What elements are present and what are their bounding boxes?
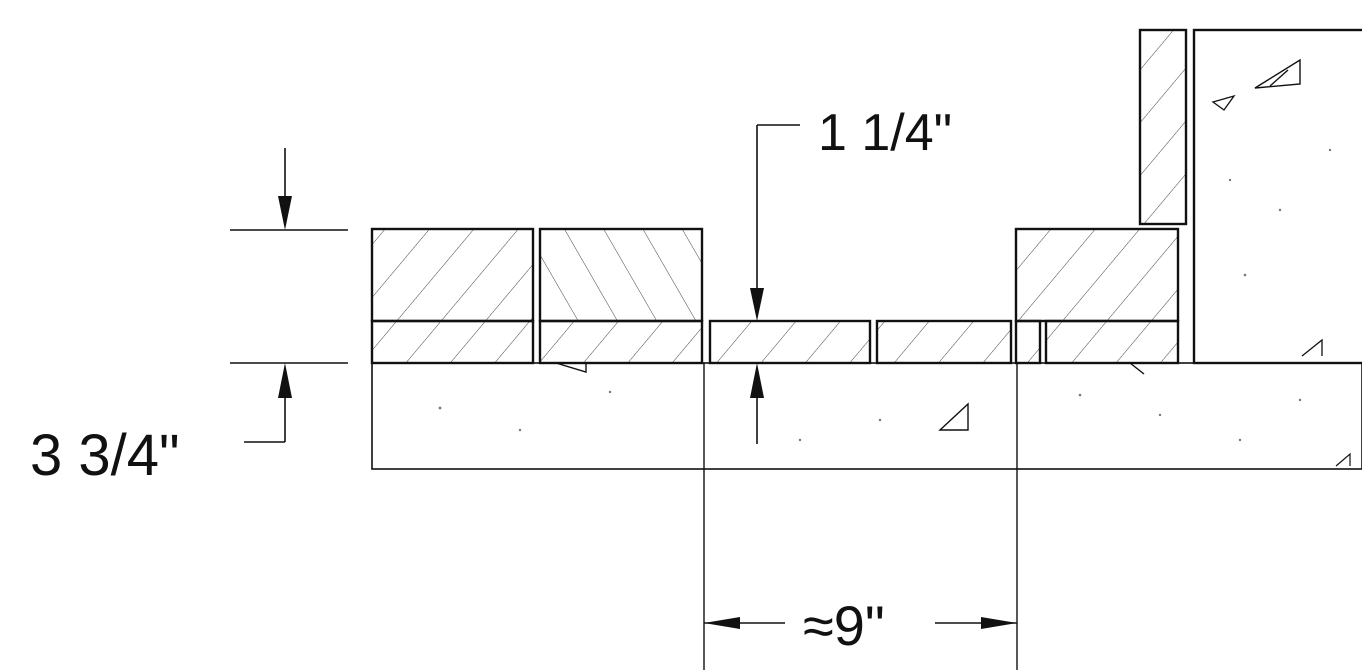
- thin-layer-dimension: [750, 124, 800, 444]
- gap-width-label: ≈9": [803, 594, 885, 657]
- overall-thickness-label: 3 3/4": [30, 423, 180, 488]
- thin-tile-layer: [708, 319, 1013, 365]
- right-tile-stack: [1014, 227, 1180, 375]
- vertical-board: [1138, 28, 1188, 226]
- thin-layer-label: 1 1/4": [818, 104, 952, 162]
- concrete-slab: [371, 362, 1362, 470]
- gap-width-dimension: [703, 363, 1018, 670]
- overall-thickness-dimension: [230, 148, 348, 443]
- left-tile-stack: [370, 227, 704, 373]
- concrete-wall: [1192, 28, 1362, 365]
